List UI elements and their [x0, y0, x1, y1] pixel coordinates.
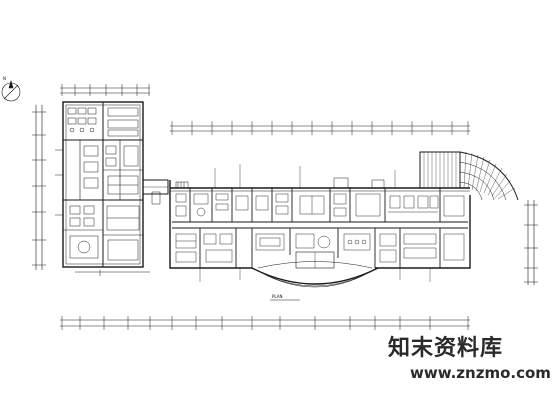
watermark: 知末资料库 www.znzmo.com — [380, 330, 555, 390]
main-wing — [169, 121, 538, 288]
watermark-site-name: 知末资料库 — [388, 336, 504, 361]
connector-corridor — [142, 179, 169, 205]
bottom-dimension-lines: PLAN — [60, 294, 470, 330]
north-arrow-icon: N — [1, 76, 21, 102]
plan-title: PLAN — [272, 294, 282, 299]
entrance-canopy — [251, 251, 379, 288]
curved-stair — [419, 151, 519, 201]
left-wing — [32, 84, 150, 276]
watermark-url: www.znzmo.com — [410, 364, 551, 382]
north-label: N — [3, 76, 6, 81]
